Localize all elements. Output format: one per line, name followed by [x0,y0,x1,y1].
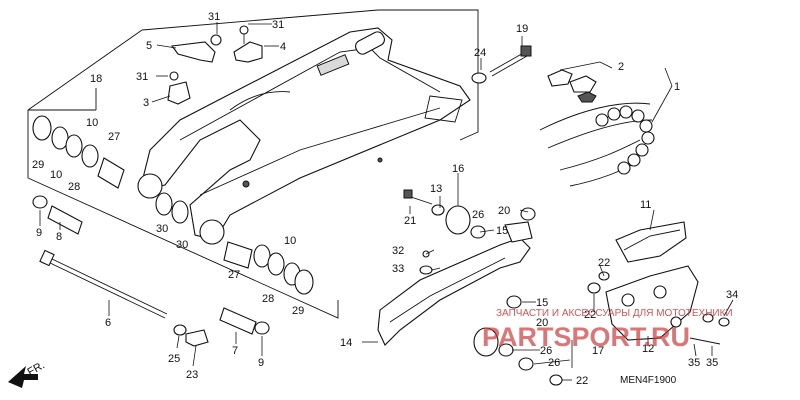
label-10c: 10 [284,235,296,247]
leader-lines [39,22,734,381]
label-17: 17 [592,345,604,357]
label-15b: 15 [496,225,508,237]
label-3: 3 [143,97,149,109]
chain-guide-brackets [167,25,263,105]
label-22c: 22 [576,375,588,387]
roller-assembly [403,189,730,386]
label-20a: 20 [498,205,510,217]
label-32: 32 [392,245,404,257]
label-2: 2 [618,61,624,73]
chain-guide-11 [615,221,687,263]
label-4: 4 [280,41,286,53]
label-27a: 27 [108,131,120,143]
label-28b: 28 [262,293,274,305]
label-11: 11 [640,199,651,211]
bolt-19 [471,45,532,84]
watermark: ЗАПЧАСТИ И АКСЕССУАРЫ ДЛЯ МОТОТЕХНИКИ PA… [482,308,733,352]
label-31c: 31 [136,71,148,83]
label-7: 7 [232,345,238,357]
label-27b: 27 [228,269,240,281]
label-29b: 29 [292,305,304,317]
label-33: 33 [392,263,404,275]
chain-slider-14 [377,221,533,346]
label-9b: 9 [258,357,264,369]
label-20b: 20 [536,317,548,329]
pivot-bolt-6 [39,249,168,319]
label-31b: 31 [272,19,284,31]
label-26c: 26 [548,357,560,369]
label-34: 34 [726,289,738,301]
label-9a: 9 [36,227,42,239]
label-35a: 35 [688,357,700,369]
label-31a: 31 [208,11,220,23]
diagram-code: MEN4F1900 [620,375,677,386]
label-30b: 30 [176,239,188,251]
label-14: 14 [340,337,352,349]
label-12: 12 [642,343,654,355]
chain-guide-plate-12 [605,265,699,341]
label-28a: 28 [68,181,80,193]
label-24: 24 [474,47,486,59]
drive-chain [539,61,655,187]
label-1: 1 [674,81,680,93]
label-10a: 10 [86,117,98,129]
label-16: 16 [452,163,464,175]
swingarm [137,27,471,245]
label-15a: 15 [536,297,548,309]
forward-direction-arrow: FR. [8,359,47,388]
label-22a: 22 [598,257,610,269]
right-bearings [155,192,314,295]
label-21: 21 [404,215,416,227]
label-30a: 30 [156,223,168,235]
label-26a: 26 [472,209,484,221]
assembly-frame [27,9,479,319]
watermark-subtitle: ЗАПЧАСТИ И АКСЕССУАРЫ ДЛЯ МОТОТЕХНИКИ [496,308,733,319]
direction-label: FR. [26,359,47,378]
label-10b: 10 [50,169,62,181]
label-35b: 35 [706,357,718,369]
label-8: 8 [56,231,62,243]
label-22b: 22 [584,309,596,321]
label-29a: 29 [32,159,44,171]
lower-collars [173,307,270,347]
label-13: 13 [430,183,442,195]
label-18: 18 [90,73,102,85]
watermark-brand: PARTSPORT.RU [482,322,690,352]
label-23: 23 [186,369,198,381]
part-labels: 1 2 3 4 5 6 7 8 9 9 10 10 10 11 12 13 14… [32,11,738,387]
label-6: 6 [105,317,111,329]
label-19: 19 [516,23,528,35]
label-5: 5 [146,40,152,52]
left-bearings [32,115,125,235]
label-26b: 26 [540,345,552,357]
label-25: 25 [168,353,180,365]
